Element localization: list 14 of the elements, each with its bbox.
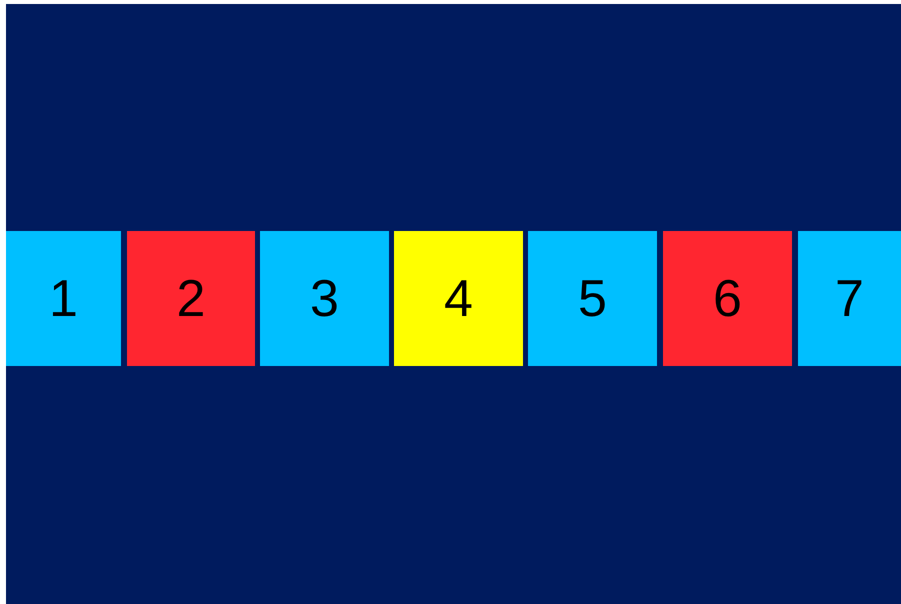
number-tile: [260, 231, 389, 366]
tile-number: 5: [578, 272, 607, 324]
number-tile: [528, 231, 657, 366]
tile-number: 6: [713, 272, 742, 324]
tile-number: 4: [444, 272, 473, 324]
tile-number: 2: [176, 272, 206, 324]
number-tile: [798, 231, 901, 366]
number-tile: [394, 231, 523, 366]
tile-number: 1: [49, 272, 78, 324]
tile-number: 3: [310, 272, 339, 324]
number-tile: [663, 231, 792, 366]
tile-number: 7: [835, 272, 864, 324]
number-tile: [127, 231, 255, 366]
number-tile: [6, 231, 121, 366]
